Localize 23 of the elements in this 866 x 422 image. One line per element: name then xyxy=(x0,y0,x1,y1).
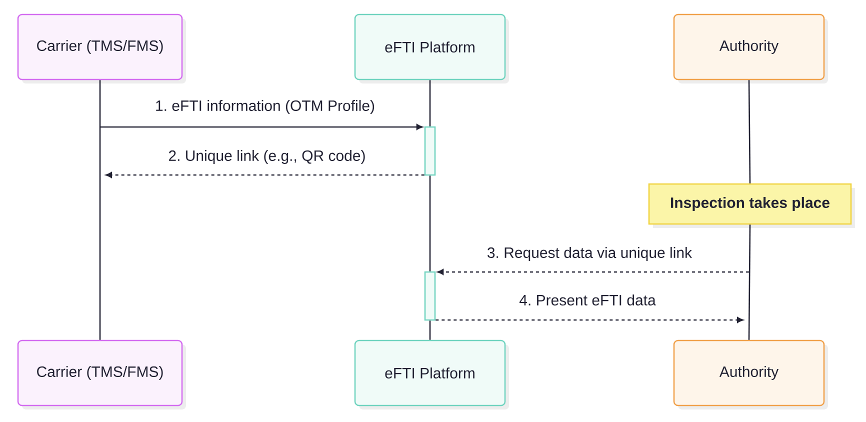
edge-label: 3. Request data via unique link xyxy=(488,247,692,261)
edge-label: 1. eFTI information (OTM Profile) xyxy=(156,100,374,114)
message-arrow xyxy=(437,269,749,275)
participant-box: Authority xyxy=(673,340,828,410)
edge-label: 4. Present eFTI data xyxy=(519,294,656,306)
participant-box: Authority xyxy=(673,14,828,84)
participant-box: Carrier (TMS/FMS) xyxy=(17,14,186,84)
note-box: Inspection takes place xyxy=(648,183,855,228)
activation-bar xyxy=(424,271,436,321)
edge-label: 2. Unique link (e.g., QR code) xyxy=(168,150,365,164)
lifeline xyxy=(429,176,431,272)
message-arrow xyxy=(106,172,424,178)
message-arrow xyxy=(100,124,423,130)
lifeline xyxy=(748,224,751,340)
lifeline xyxy=(429,320,431,340)
participant-box: eFTI Platform xyxy=(354,340,509,410)
lifeline xyxy=(748,80,751,184)
activation-bar xyxy=(424,126,436,176)
lifeline xyxy=(429,80,431,126)
participant-box: Carrier (TMS/FMS) xyxy=(17,340,186,410)
participant-box: eFTI Platform xyxy=(354,14,509,84)
lifeline xyxy=(99,80,101,340)
message-arrow xyxy=(436,317,744,323)
